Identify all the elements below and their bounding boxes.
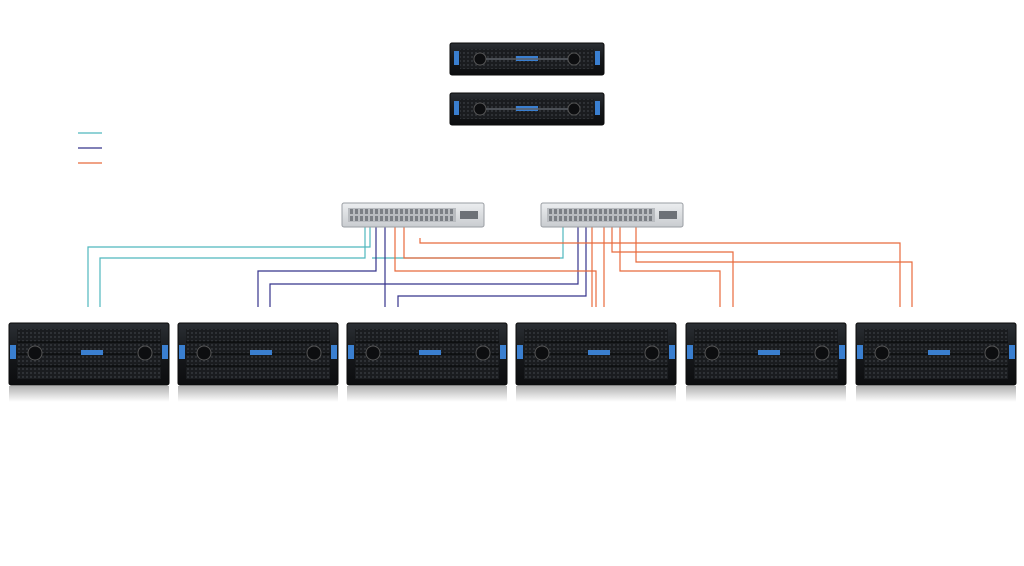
link-orange [611,227,734,307]
storage-node-6 [855,322,1017,402]
storage-node-3 [346,322,508,402]
storage-node-1 [8,322,170,402]
link-orange [419,238,901,307]
link-navy [257,227,377,307]
network-switch-icon [341,202,485,228]
controller-server-2 [449,92,605,126]
network-switch-2 [540,202,684,228]
storage-node-2 [177,322,339,402]
storage-node-5 [685,322,847,402]
link-orange [394,227,597,307]
server-1u-icon [449,92,605,126]
storage-chassis-icon [515,322,677,402]
storage-chassis-icon [346,322,508,402]
network-switch-icon [540,202,684,228]
server-1u-icon [449,42,605,76]
link-orange [619,227,721,307]
storage-node-4 [515,322,677,402]
link-teal [87,227,371,307]
storage-chassis-icon [855,322,1017,402]
link-orange [635,227,913,307]
network-switch-1 [341,202,485,228]
link-navy [269,227,579,307]
storage-chassis-icon [8,322,170,402]
link-orange [403,227,560,259]
storage-chassis-icon [685,322,847,402]
link-teal [99,227,366,307]
storage-chassis-icon [177,322,339,402]
links [87,227,913,307]
legend [78,132,102,164]
controller-server-1 [449,42,605,76]
link-navy [397,227,587,307]
